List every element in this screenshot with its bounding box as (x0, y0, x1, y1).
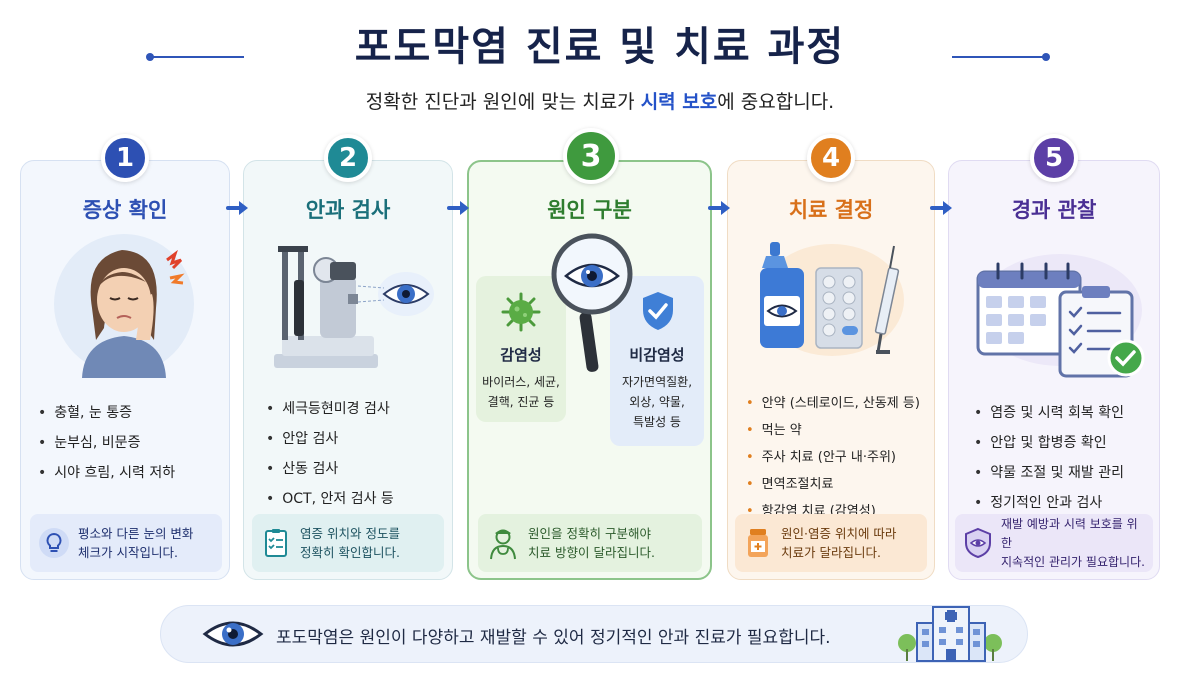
subtitle-text-start: 정확한 진단과 원인에 맞는 치료가 (365, 91, 641, 113)
list-item: 염증 및 시력 회복 확인 (974, 402, 1124, 422)
followup-list: 염증 및 시력 회복 확인 안압 및 합병증 확인 약물 조절 및 재발 관리 … (974, 402, 1124, 522)
step-note: 평소와 다른 눈의 변화 체크가 시작입니다. (30, 514, 222, 572)
step-number-badge: 4 (807, 134, 855, 182)
note-line: 재발 예방과 시력 보호를 위한 (1001, 516, 1138, 550)
step-note: 염증 위치와 정도를 정확히 확인합니다. (252, 514, 444, 572)
arrow-right-icon (708, 201, 730, 215)
step-note-text: 원인을 정확히 구분해야 치료 방향이 달라집니다. (528, 524, 655, 562)
step-note: 원인·염증 위치에 따라 치료가 달라집니다. (735, 514, 927, 572)
step-title: 원인 구분 (547, 198, 632, 222)
list-item: 약물 조절 및 재발 관리 (974, 462, 1124, 482)
shield-check-icon (643, 292, 673, 330)
footer-message: 포도막염은 원인이 다양하고 재발할 수 있어 정기적인 안과 진료가 필요합니… (276, 628, 831, 648)
step-number-badge: 5 (1030, 134, 1078, 182)
step-note-text: 평소와 다른 눈의 변화 체크가 시작입니다. (78, 524, 193, 562)
noninfectious-causes-line: 특발성 등 (633, 415, 681, 429)
hospital-icon (898, 606, 1002, 662)
title-decoration-left (146, 53, 244, 61)
step-title: 안과 검사 (305, 198, 391, 222)
step-note-text: 원인·염증 위치에 따라 치료가 달라집니다. (781, 524, 896, 562)
step-number-badge: 2 (324, 134, 372, 182)
list-item: 눈부심, 비문증 (38, 432, 175, 452)
note-line: 체크가 시작입니다. (78, 545, 178, 560)
page-title: 포도막염 진료 및 치료 과정 (354, 24, 846, 70)
list-item: 안압 및 합병증 확인 (974, 432, 1124, 452)
list-item: 정기적인 안과 검사 (974, 492, 1124, 512)
step-note: 원인을 정확히 구분해야 치료 방향이 달라집니다. (478, 514, 702, 572)
shield-eye-icon (965, 527, 991, 559)
lightbulb-icon (39, 528, 69, 558)
title-decoration-right (952, 53, 1050, 61)
infectious-title: 감염성 (500, 346, 542, 364)
note-line: 원인을 정확히 구분해야 (528, 526, 651, 541)
slit-lamp-icon (274, 246, 434, 368)
list-item: 산동 검사 (266, 458, 394, 478)
list-item: OCT, 안저 검사 등 (266, 488, 394, 508)
checklist-icon (265, 529, 287, 557)
infectious-causes-line: 바이러스, 세균, (482, 375, 560, 389)
medicine-icon (760, 242, 904, 356)
step-note-text: 염증 위치와 정도를 정확히 확인합니다. (300, 524, 400, 562)
note-line: 염증 위치와 정도를 (300, 526, 400, 541)
doctor-icon (490, 529, 516, 560)
noninfectious-causes-line: 외상, 약물, (629, 395, 685, 409)
list-item: 주사 치료 (안구 내·주위) (746, 446, 920, 465)
list-item: 면역조절치료 (746, 473, 920, 492)
note-line: 치료가 달라집니다. (781, 545, 881, 560)
infectious-causes-line: 결핵, 진균 등 (487, 395, 555, 409)
note-line: 원인·염증 위치에 따라 (781, 526, 897, 541)
note-line: 지속적인 관리가 필요합니다. (1001, 554, 1145, 569)
list-item: 시야 흐림, 시력 저하 (38, 462, 175, 482)
page-subtitle: 정확한 진단과 원인에 맞는 치료가 시력 보호에 중요합니다. (0, 87, 1200, 114)
noninfectious-causes: 자가면역질환, 외상, 약물, 특발성 등 (610, 372, 704, 432)
step-number-badge: 3 (563, 128, 619, 184)
subtitle-text-end: 에 중요합니다. (717, 91, 835, 113)
step-card-exam (243, 160, 453, 580)
footer-banner (160, 605, 1028, 663)
virus-icon (501, 292, 541, 332)
treatment-list: 안약 (스테로이드, 산동제 등) 먹는 약 주사 치료 (안구 내·주위) 면… (746, 392, 920, 527)
list-item: 먹는 약 (746, 419, 920, 438)
eye-icon (202, 621, 264, 647)
list-item: 안약 (스테로이드, 산동제 등) (746, 392, 920, 411)
subtitle-highlight: 시력 보호 (640, 91, 718, 113)
step-title: 증상 확인 (82, 198, 168, 222)
infectious-causes: 바이러스, 세균, 결핵, 진균 등 (476, 372, 566, 412)
list-item: 안압 검사 (266, 428, 394, 448)
step-number-badge: 1 (101, 134, 149, 182)
noninfectious-title: 비감염성 (629, 346, 685, 364)
step-note-text: 재발 예방과 시력 보호를 위한 지속적인 관리가 필요합니다. (1001, 515, 1145, 572)
patient-eye-pain-icon (54, 234, 194, 378)
note-line: 평소와 다른 눈의 변화 (78, 526, 194, 541)
note-line: 정확히 확인합니다. (300, 545, 400, 560)
step-note: 재발 예방과 시력 보호를 위한 지속적인 관리가 필요합니다. (955, 514, 1153, 572)
step-title: 치료 결정 (788, 198, 874, 222)
arrow-right-icon (447, 201, 469, 215)
pill-bottle-icon (748, 529, 768, 557)
list-item: 세극등현미경 검사 (266, 398, 394, 418)
magnifier-eye-icon (551, 233, 633, 372)
step-title: 경과 관찰 (1011, 198, 1097, 222)
arrow-right-icon (226, 201, 248, 215)
arrow-right-icon (930, 201, 952, 215)
symptom-list: 충혈, 눈 통증 눈부심, 비문증 시야 흐림, 시력 저하 (38, 402, 175, 492)
noninfectious-causes-line: 자가면역질환, (621, 375, 693, 389)
note-line: 치료 방향이 달라집니다. (528, 545, 655, 560)
calendar-clipboard-icon (976, 254, 1145, 378)
list-item: 충혈, 눈 통증 (38, 402, 175, 422)
exam-list: 세극등현미경 검사 안압 검사 산동 검사 OCT, 안저 검사 등 (266, 398, 394, 518)
